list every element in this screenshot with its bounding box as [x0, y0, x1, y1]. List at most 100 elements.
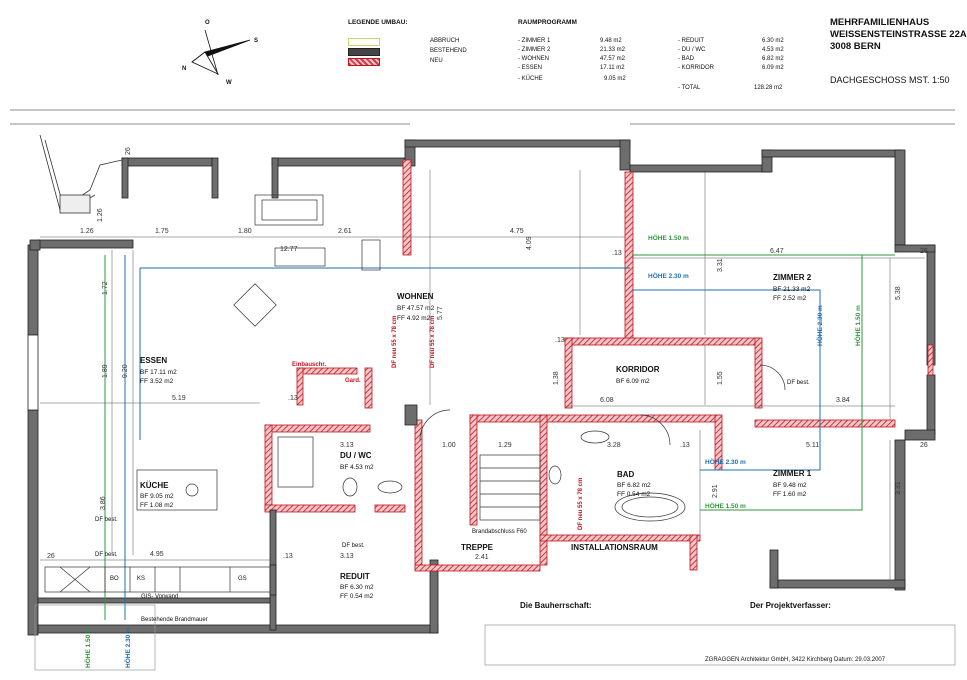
project-line2: WEISSENSTEINSTRASSE 22A [830, 29, 967, 40]
room-wohnen-bf: BF 47.57 m2 [397, 305, 435, 312]
room-treppe: TREPPE [461, 543, 494, 552]
dim-label: .13 [680, 442, 690, 449]
program-row-value: 17.11 m2 [600, 65, 625, 71]
compass-s: S [254, 38, 259, 44]
program-row: - BAD [678, 56, 695, 62]
gis-vorwand-label: GIS- Vorwand [141, 594, 179, 600]
dim-label: 1.80 [238, 228, 252, 235]
room-installation: INSTALLATIONSRAUM [571, 543, 658, 552]
dim-label: 1.55 [717, 371, 724, 385]
furniture [34, 194, 956, 671]
new-walls [264, 159, 934, 572]
legend-title: LEGENDE UMBAU: [348, 19, 408, 26]
room-bad-bf: BF 6.82 m2 [617, 482, 651, 489]
dim-label: .13 [283, 553, 293, 560]
room-zimmer2-ff: FF 2.52 m2 [773, 295, 807, 302]
legend-label-bestehend: BESTEHEND [430, 48, 467, 54]
dim-label: 1.26 [97, 208, 104, 222]
room-korridor-bf: BF 6.09 m2 [616, 378, 650, 385]
room-duwc: DU / WC [340, 451, 372, 460]
height-lines [104, 254, 895, 620]
hoehe-label-150-z1: HÖHE 1.50 m [705, 503, 746, 510]
legend-label-neu: NEU [430, 58, 443, 64]
dim-label: 2.91 [712, 484, 719, 498]
program-total-value: 128.28 m2 [754, 85, 783, 91]
dim-label: 1.29 [498, 442, 512, 449]
dim-label: 1.75 [155, 228, 169, 235]
dim-label: 1.38 [553, 371, 560, 385]
dim-label: 26 [125, 147, 132, 155]
room-essen: ESSEN [140, 356, 168, 365]
kuehlschrank-label: KS [137, 576, 146, 582]
dim-label: 1.26 [80, 228, 94, 235]
dim-label: 2.61 [338, 228, 352, 235]
room-zimmer1-bf: BF 9.48 m2 [773, 482, 807, 489]
legend-label-abbruch: ABBRUCH [430, 38, 460, 44]
legend-swatch-bestehend [348, 48, 380, 56]
dim-label: 1.72 [102, 281, 109, 295]
room-zimmer1: ZIMMER 1 [773, 469, 812, 478]
program-row: - REDUIT [678, 38, 704, 44]
dim-label: .13 [288, 395, 298, 402]
program-row-value: 21.33 m2 [600, 47, 626, 53]
room-zimmer1-ff: FF 1.60 m2 [773, 491, 807, 498]
dim-label: .13 [555, 337, 565, 344]
room-kueche-bf: BF 9.05 m2 [140, 493, 174, 500]
program-title: RAUMPROGRAMM [518, 19, 577, 26]
hoehe-label-150-left: HÖHE 1.50 m [85, 627, 92, 668]
room-bad: BAD [617, 470, 635, 479]
dim-label: 3.28 [607, 442, 621, 449]
signature-projektverfasser: Der Projektverfasser: [750, 601, 831, 610]
dim-label: 26 [920, 442, 928, 449]
room-bad-ff: FF 0.54 m2 [617, 491, 651, 498]
program-row: - KORRIDOR [678, 65, 714, 71]
room-reduit-bf: BF 6.30 m2 [340, 584, 374, 591]
dim-label: 9.20 [122, 364, 129, 378]
room-korridor: KORRIDOR [616, 365, 660, 374]
df-best-label: DF best. [787, 380, 810, 386]
program-row-value: 9.05 m2 [604, 76, 626, 82]
room-wohnen-ff: FF 4.92 m2 [397, 315, 431, 322]
program-row: - KÜCHE [518, 76, 543, 82]
program-row: - WOHNEN [518, 56, 549, 62]
df-best-label: DF best. [342, 543, 365, 549]
legend-swatch-abbruch [348, 38, 380, 46]
dim-label: 4.75 [510, 228, 524, 235]
room-reduit-ff: FF 0.54 m2 [340, 593, 374, 600]
project-floor: DACHGESCHOSS MST. 1:50 [830, 75, 950, 85]
program-row: - ZIMMER 2 [518, 47, 551, 53]
dim-label: 3.31 [895, 481, 902, 495]
existing-walls [27, 139, 936, 636]
dim-label: 3.13 [340, 553, 354, 560]
program-row-value: 4.53 m2 [762, 47, 784, 53]
backofen-label: BO [110, 576, 119, 582]
dim-label: 5.38 [895, 286, 902, 300]
dim-label: 5.19 [172, 395, 186, 402]
dim-label: 4.95 [150, 551, 164, 558]
room-reduit: REDUIT [340, 572, 370, 581]
program-row-value: 6.82 m2 [762, 56, 784, 62]
dim-label: 3.86 [100, 496, 107, 510]
df-best-label: DF best. [95, 552, 118, 558]
dim-label: 5.77 [437, 306, 444, 320]
df-neu-label: DF neu 55 x 78 cm [430, 315, 436, 368]
hoehe-label-150-vert: HÖHE 1.50 m [855, 305, 862, 346]
hoehe-label-230-z1: HÖHE 2.30 m [705, 459, 746, 466]
dim-label: 6.08 [600, 397, 614, 404]
room-essen-ff: FF 3.52 m2 [140, 378, 174, 385]
dim-label: 26 [920, 248, 928, 255]
dim-label: 3.13 [340, 442, 354, 449]
dim-label: 12.77 [280, 246, 298, 253]
dim-label: 5.11 [806, 442, 820, 449]
project-line3: 3008 BERN [830, 41, 881, 52]
dim-label: 1.00 [442, 442, 456, 449]
einbauschrank-label: Einbauschr. [292, 362, 327, 368]
room-duwc-bf: BF 4.53 m2 [340, 464, 374, 471]
brandabschluss-label: Brandabschluss F60 [472, 529, 527, 535]
compass-w: W [226, 80, 232, 86]
dim-label: 6.47 [770, 248, 784, 255]
bay-window [39, 134, 123, 214]
program-total-label: - TOTAL [678, 85, 701, 91]
garderobe-label: Gard. [345, 378, 361, 384]
